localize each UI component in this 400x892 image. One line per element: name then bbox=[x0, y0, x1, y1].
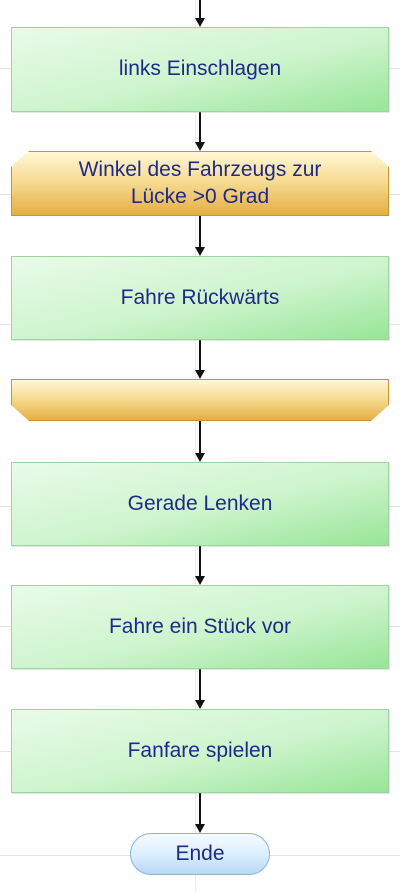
connector-line bbox=[199, 546, 201, 576]
arrow-head bbox=[195, 576, 205, 585]
step-fahre-rueckwaerts[interactable]: Fahre Rückwärts bbox=[11, 256, 389, 340]
step-label: Fanfare spielen bbox=[127, 738, 273, 762]
step-label: Fahre Rückwärts bbox=[120, 285, 280, 309]
step-links-einschlagen[interactable]: links Einschlagen bbox=[11, 27, 389, 112]
arrow-head bbox=[195, 700, 205, 709]
arrow-head bbox=[195, 18, 205, 27]
connector-line bbox=[199, 793, 201, 824]
connector-line bbox=[199, 0, 201, 18]
arrow-head bbox=[195, 247, 205, 256]
loop-start-block[interactable]: Winkel des Fahrzeugs zur Lücke >0 Grad bbox=[11, 151, 389, 216]
step-label: Gerade Lenken bbox=[127, 491, 273, 515]
grid-line bbox=[195, 0, 196, 892]
arrow-head bbox=[195, 824, 205, 833]
step-label: links Einschlagen bbox=[118, 57, 282, 81]
connector-line bbox=[199, 216, 201, 247]
loop-end-block[interactable] bbox=[11, 379, 389, 421]
step-label: Fahre ein Stück vor bbox=[108, 614, 292, 638]
terminal-label: Ende bbox=[175, 842, 225, 865]
connector-line bbox=[199, 340, 201, 370]
arrow-head bbox=[195, 453, 205, 462]
connector-line bbox=[199, 112, 201, 142]
arrow-head bbox=[195, 142, 205, 151]
step-gerade-lenken[interactable]: Gerade Lenken bbox=[11, 462, 389, 546]
step-fanfare-spielen[interactable]: Fanfare spielen bbox=[11, 709, 389, 793]
connector-line bbox=[199, 421, 201, 453]
step-fahre-ein-stueck-vor[interactable]: Fahre ein Stück vor bbox=[11, 585, 389, 669]
end-terminal[interactable]: Ende bbox=[130, 833, 270, 875]
arrow-head bbox=[195, 370, 205, 379]
loop-condition-label: Winkel des Fahrzeugs zur Lücke >0 Grad bbox=[78, 157, 322, 208]
connector-line bbox=[199, 669, 201, 700]
